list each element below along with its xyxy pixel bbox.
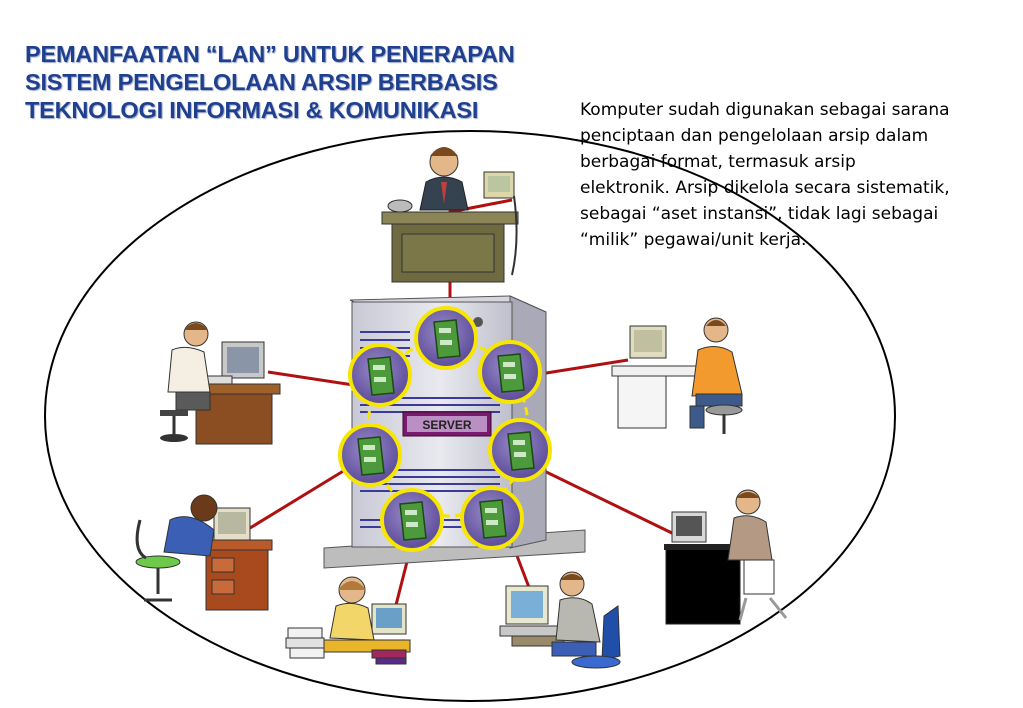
storage-disc-3 (478, 340, 542, 404)
storage-disc-6 (380, 488, 444, 552)
slide-title: PEMANFAATAN “LAN” UNTUK PENERAPAN SISTEM… (25, 40, 585, 124)
storage-disc-1 (414, 306, 478, 370)
body-line-6: “milik” pegawai/unit kerja. (580, 230, 807, 250)
storage-disc-5 (488, 418, 552, 482)
body-line-2: penciptaan dan pengelolaan arsip dalam (580, 126, 929, 146)
link-right-bottom (537, 466, 677, 537)
body-paragraph: Komputer sudah digunakan sebagai sarana … (580, 97, 1020, 253)
storage-disc-4 (338, 423, 402, 487)
workstation-left-top (160, 321, 281, 445)
body-line-3: berbagai format, termasuk arsip (580, 152, 856, 172)
link-right-top (539, 358, 629, 376)
title-line-2: SISTEM PENGELOLAAN ARSIP BERBASIS (25, 69, 498, 95)
link-left-bottom (249, 468, 346, 530)
workstation-left-bottom (135, 494, 273, 611)
link-left-top (267, 370, 361, 388)
workstation-bottom-documents (285, 576, 411, 665)
workstation-top-manager (381, 147, 519, 283)
body-line-4: elektronik. Arsip dikelola secara sistem… (580, 178, 950, 198)
workstation-right-bottom (664, 489, 788, 625)
storage-disc-7 (460, 486, 524, 550)
network-ellipse (44, 130, 896, 702)
server-label: SERVER (422, 418, 471, 432)
title-line-1: PEMANFAATAN “LAN” UNTUK PENERAPAN (25, 41, 515, 67)
workstation-bottom-computer (499, 571, 621, 669)
workstation-right-top (611, 317, 743, 434)
body-line-5: sebagai “aset instansi”, tidak lagi seba… (580, 204, 939, 224)
body-line-1: Komputer sudah digunakan sebagai sarana (580, 100, 950, 120)
title-line-3: TEKNOLOGI INFORMASI & KOMUNIKASI (25, 97, 479, 123)
storage-disc-2 (348, 343, 412, 407)
server-label-badge: SERVER (402, 411, 492, 437)
